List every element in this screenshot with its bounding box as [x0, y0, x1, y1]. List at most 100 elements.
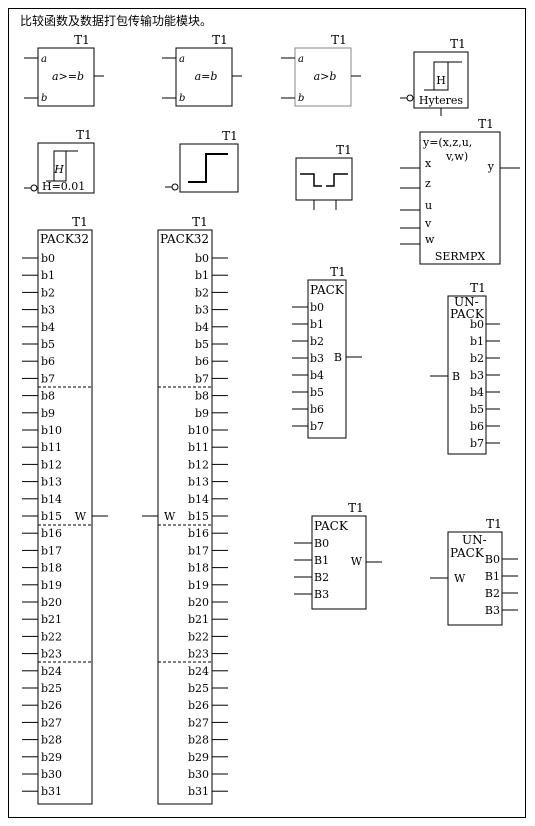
bit-label: b0 [470, 318, 484, 331]
input-b-label: b [41, 93, 47, 104]
bit-label: b7 [195, 372, 209, 385]
pack32-output-label: W [75, 510, 87, 523]
compare-block-body [294, 47, 352, 107]
bit-label: b20 [188, 596, 209, 609]
switch-block: T1 [295, 143, 353, 210]
switch-curve-right [326, 173, 348, 187]
bit-label: b7 [470, 437, 484, 450]
input-a-label: a [179, 54, 185, 65]
bit-label: b3 [41, 304, 55, 317]
comparison-op: a=b [195, 70, 218, 83]
pack4-output-label: W [351, 555, 363, 568]
sermpx-output-label: y [487, 160, 495, 173]
bit-label: b2 [195, 286, 209, 299]
bit-label: b18 [41, 562, 62, 575]
block-tag: T1 [72, 215, 88, 229]
pack32-block-left: T1PACK32b0b1b2b3b4b5b6b7b8b9b10b11b12b13… [22, 215, 108, 805]
bit-label: b23 [41, 648, 62, 661]
bit-label: b0 [195, 252, 209, 265]
bit-label: b18 [188, 562, 209, 575]
bit-label: b5 [310, 386, 324, 399]
bit-label: b1 [310, 318, 324, 331]
unpack8-title-1: UN- [454, 295, 479, 309]
sermpx-formula-2: v,w) [445, 150, 468, 163]
input-a-label: a [298, 54, 304, 65]
block-tag: T1 [470, 281, 486, 295]
switch-curve-left [300, 173, 322, 187]
block-tag: T1 [212, 33, 228, 47]
switch-block-body [295, 157, 353, 201]
bit-label: b5 [470, 403, 484, 416]
step-block-body [179, 143, 239, 193]
pack32-output-label: W [164, 510, 176, 523]
bit-label: b13 [41, 476, 62, 489]
bit-label: b14 [188, 493, 209, 506]
compare-block-body [175, 47, 233, 107]
sermpx-input-label: v [424, 217, 432, 230]
bit-label: b24 [41, 665, 62, 678]
pack32-block-right-body [157, 229, 213, 805]
bit-label: b17 [41, 544, 62, 557]
bit-label: b16 [41, 527, 62, 540]
bit-label: b10 [188, 424, 209, 437]
input-a-label: a [41, 54, 47, 65]
bit-label: b9 [195, 407, 209, 420]
bit-label: b29 [41, 751, 62, 764]
bit-label: b26 [41, 699, 62, 712]
bit-label: B1 [314, 554, 329, 567]
sermpx-formula-1: y=(x,z,u, [422, 136, 472, 149]
block-tag: T1 [348, 501, 364, 515]
bit-label: b11 [41, 441, 62, 454]
hysteresis-symbol: H [436, 74, 446, 87]
bit-label: b12 [188, 458, 209, 471]
block-tag: T1 [486, 517, 502, 531]
compare-block-2: T1 a b a=b [162, 33, 242, 107]
pack8-title: PACK [310, 283, 345, 297]
input-b-label: b [298, 93, 304, 104]
bit-label: b15 [188, 510, 209, 523]
block-tag: T1 [331, 33, 347, 47]
block-tag: T1 [222, 129, 238, 143]
bit-label: b4 [195, 321, 209, 334]
bit-label: B3 [485, 604, 500, 617]
pack8-output-label: B [334, 351, 342, 364]
input-b-label: b [179, 93, 185, 104]
bit-label: b8 [195, 390, 209, 403]
pack32-block-left-body [37, 229, 93, 805]
bit-label: b6 [41, 355, 55, 368]
bit-label: b16 [188, 527, 209, 540]
sermpx-input-label: z [425, 177, 431, 190]
bit-label: b10 [41, 424, 62, 437]
hysteresis-curve-lower [54, 151, 67, 182]
bit-label: b27 [188, 716, 209, 729]
negation-dot [30, 184, 38, 192]
pack4-title: PACK [314, 519, 349, 533]
bit-label: b12 [41, 458, 62, 471]
bit-label: b2 [310, 335, 324, 348]
bit-label: b29 [188, 751, 209, 764]
bit-label: b0 [41, 252, 55, 265]
bit-label: b1 [41, 269, 55, 282]
pack8-body [307, 279, 347, 439]
unpack4-title-2: PACK [450, 546, 485, 560]
bit-label: B1 [485, 570, 500, 583]
bit-label: b31 [188, 785, 209, 798]
step-curve [188, 153, 228, 183]
bit-label: b14 [41, 493, 62, 506]
bit-label: b4 [41, 321, 55, 334]
bit-label: b2 [470, 352, 484, 365]
bit-label: b6 [310, 403, 324, 416]
bit-label: b21 [41, 613, 62, 626]
bit-label: b23 [188, 648, 209, 661]
bit-label: b19 [41, 579, 62, 592]
pack32-title: PACK32 [40, 232, 89, 246]
unpack8-title-2: PACK [450, 307, 485, 321]
sermpx-block-body [419, 131, 501, 265]
bit-label: b31 [41, 785, 62, 798]
